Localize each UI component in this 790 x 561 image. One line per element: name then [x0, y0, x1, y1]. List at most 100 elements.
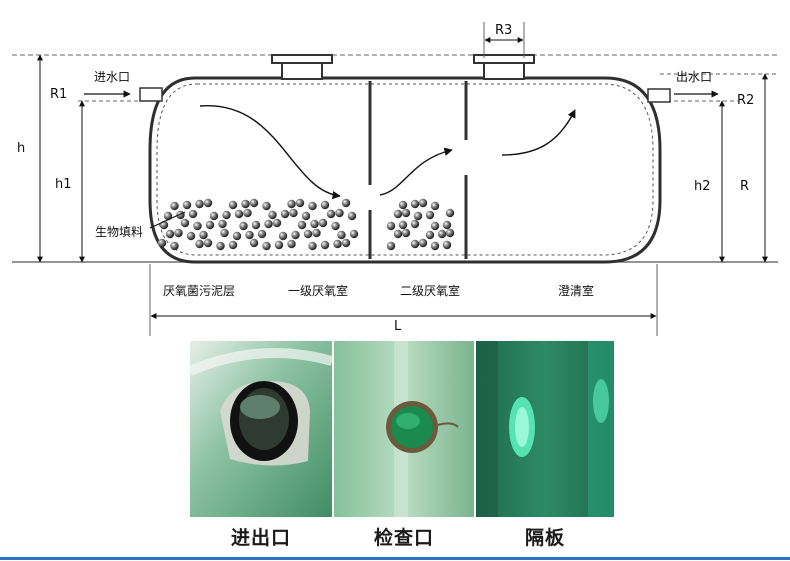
- bio-filler-ball: [393, 209, 403, 219]
- bio-filler-ball: [243, 208, 252, 218]
- bio-filler-ball: [437, 229, 447, 239]
- bio-filler-label: 生物填料: [95, 225, 143, 239]
- bio-filler-ball: [289, 208, 298, 218]
- dim-r1-label: R1: [50, 87, 67, 102]
- bio-filler-ball: [182, 200, 192, 210]
- bio-filler-ball: [241, 199, 250, 209]
- bio-filler-ball: [278, 231, 288, 241]
- bio-filler-ball: [331, 221, 340, 231]
- bio-filler-ball: [398, 220, 408, 230]
- inlet-label: 进水口: [94, 70, 130, 84]
- bio-filler-ball: [157, 238, 167, 248]
- bio-filler-ball: [318, 218, 328, 228]
- dim-r2-label: R2: [737, 93, 754, 108]
- bio-filler-ball: [393, 229, 403, 239]
- bio-filler-ball: [303, 229, 313, 239]
- bio-filler-ball: [287, 239, 296, 249]
- bio-filler-ball: [218, 219, 227, 229]
- bio-filler-ball: [430, 201, 440, 211]
- chamber-2-label: 二级厌氧室: [400, 283, 460, 298]
- bio-filler-ball: [251, 220, 261, 230]
- bio-filler-ball: [418, 238, 428, 248]
- bio-filler-ball: [335, 208, 344, 218]
- bottom-accent-rule: [0, 557, 790, 560]
- tank-inner-dash: [156, 83, 654, 256]
- bio-filler-ball: [445, 208, 455, 218]
- bio-filler-ball: [195, 239, 204, 249]
- bio-filler-ball: [442, 220, 452, 230]
- bio-filler-ball: [228, 200, 238, 210]
- bio-filler-ball: [291, 230, 300, 240]
- bio-filler-ball: [410, 219, 420, 229]
- bio-filler-ball: [413, 211, 423, 221]
- partition-board-photo-icon: [476, 341, 614, 517]
- bio-filler-ball: [310, 219, 319, 229]
- inspection-port-caption: 检查口: [373, 527, 434, 549]
- bio-filler-leader: [149, 211, 186, 229]
- inlet-outlet-caption: 进出口: [230, 527, 291, 549]
- inlet-pipe: [139, 87, 163, 102]
- inspection-port-photo-icon: [334, 341, 474, 517]
- bio-filler-ball: [174, 228, 183, 238]
- bio-filler-ball: [274, 240, 284, 250]
- bio-filler-ball: [425, 230, 435, 240]
- bio-filler-ball: [287, 199, 296, 209]
- inspection-port-photo-frame: [334, 341, 474, 517]
- bio-filler-ball: [442, 240, 452, 250]
- bio-filler-ball: [280, 209, 290, 219]
- bio-filler-ball: [295, 198, 305, 208]
- bio-filler-ball: [186, 231, 196, 241]
- bio-filler-ball: [220, 228, 229, 238]
- tank-shell: [148, 76, 662, 264]
- bio-filler-ball: [228, 240, 238, 250]
- bio-filler-ball: [312, 228, 321, 238]
- dim-l-label: L: [394, 319, 402, 334]
- bio-filler-ball: [222, 210, 231, 220]
- bio-filler-ball: [188, 209, 198, 219]
- dim-h2-label: h2: [694, 179, 711, 194]
- outlet-label: 出水口: [676, 70, 712, 84]
- bio-filler-ball: [308, 201, 317, 211]
- flow-arrow-2: [379, 147, 453, 196]
- bio-filler-ball: [445, 228, 455, 238]
- bio-filler-ball: [341, 238, 351, 248]
- bio-filler-ball: [205, 220, 215, 230]
- bio-filler-ball: [320, 240, 330, 250]
- chamber-1-label: 一级厌氧室: [288, 283, 348, 298]
- bio-filler-ball: [308, 241, 317, 251]
- bio-filler-ball: [425, 210, 435, 220]
- bio-filler-ball: [234, 209, 244, 219]
- dim-h1-label: h1: [55, 177, 72, 192]
- bio-filler-ball: [386, 221, 396, 231]
- inlet-outlet-pipe-photo-icon: [190, 341, 332, 517]
- bio-filler-ball: [401, 228, 411, 238]
- bio-filler-ball: [180, 218, 190, 228]
- bio-filler-ball: [401, 208, 411, 218]
- bio-filler-ball: [272, 218, 282, 228]
- bio-filler-ball: [249, 198, 259, 208]
- tank-cross-section-diagram: 进水口 出水口 生物填料 厌氧菌污泥层 一级厌氧室 二级厌氧室 澄清室 h h1…: [12, 22, 778, 336]
- bio-filler-ball: [341, 198, 351, 208]
- bio-filler-ball: [418, 198, 428, 208]
- bio-filler-ball: [193, 221, 202, 231]
- bio-filler-ball: [320, 200, 330, 210]
- manhole-right-icon: [473, 54, 535, 80]
- bio-filler-ball: [262, 241, 271, 251]
- dim-r-label: R: [740, 179, 749, 194]
- bio-filler-ball: [239, 221, 248, 231]
- bio-filler-ball: [195, 199, 204, 209]
- outlet-pipe: [647, 88, 671, 103]
- partition-board-photo-frame: [476, 341, 614, 517]
- bio-filler-ball: [337, 230, 346, 240]
- bio-filler-ball: [249, 238, 259, 248]
- bio-filler-ball: [301, 211, 311, 221]
- bio-filler-ball: [170, 241, 179, 251]
- manhole-left-icon: [271, 54, 333, 80]
- bio-filler-ball: [268, 210, 277, 220]
- bio-filler-ball: [333, 239, 342, 249]
- bio-filler-ball: [326, 209, 336, 219]
- bio-filler-ball: [349, 229, 359, 239]
- bio-filler-ball: [216, 241, 225, 251]
- bio-filler-ball: [165, 229, 175, 239]
